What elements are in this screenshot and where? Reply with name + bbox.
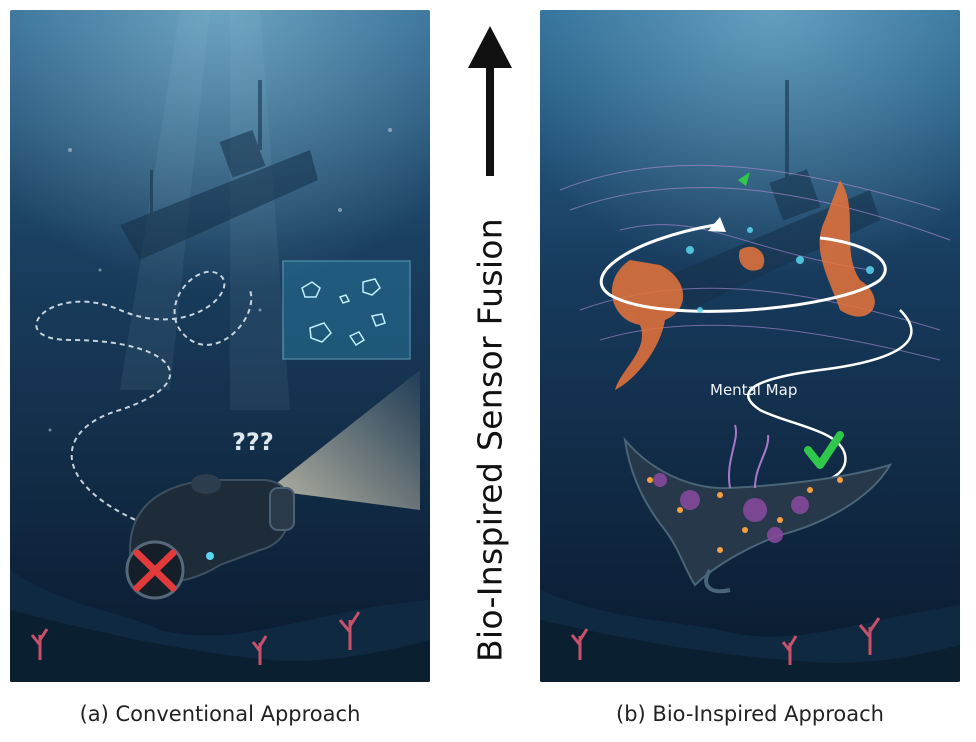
shipwreck: [120, 80, 318, 260]
caption-conventional: (a) Conventional Approach: [79, 702, 361, 726]
status-light: [206, 552, 214, 560]
upward-arrow: [468, 26, 512, 176]
caption-bio-inspired: (b) Bio-Inspired Approach: [616, 702, 884, 726]
chemical-plume: [611, 180, 875, 390]
success-check-icon: [804, 431, 844, 469]
conventional-scene: ???: [10, 10, 430, 682]
coral: [30, 611, 361, 665]
bio-inspired-scene: Mental Map: [540, 10, 960, 682]
mental-map-label: Mental Map: [710, 381, 797, 399]
bio-inspired-approach-panel: Mental Map: [540, 10, 960, 682]
orbit-trajectory: [599, 217, 887, 313]
coral: [570, 617, 881, 665]
confusion-marks: ???: [232, 428, 274, 456]
auv-vehicle: [125, 474, 295, 600]
failure-x-icon: [133, 549, 177, 592]
manta-robot: [623, 424, 893, 594]
wandering-path: [35, 270, 253, 531]
sensing-trail: [747, 309, 913, 487]
sensor-beam: [268, 370, 420, 510]
target-marker: [738, 172, 750, 186]
sonar-inset: [282, 260, 411, 360]
center-label: Bio-Inspired Sensor Fusion: [470, 217, 510, 663]
conventional-approach-panel: ???: [10, 10, 430, 682]
